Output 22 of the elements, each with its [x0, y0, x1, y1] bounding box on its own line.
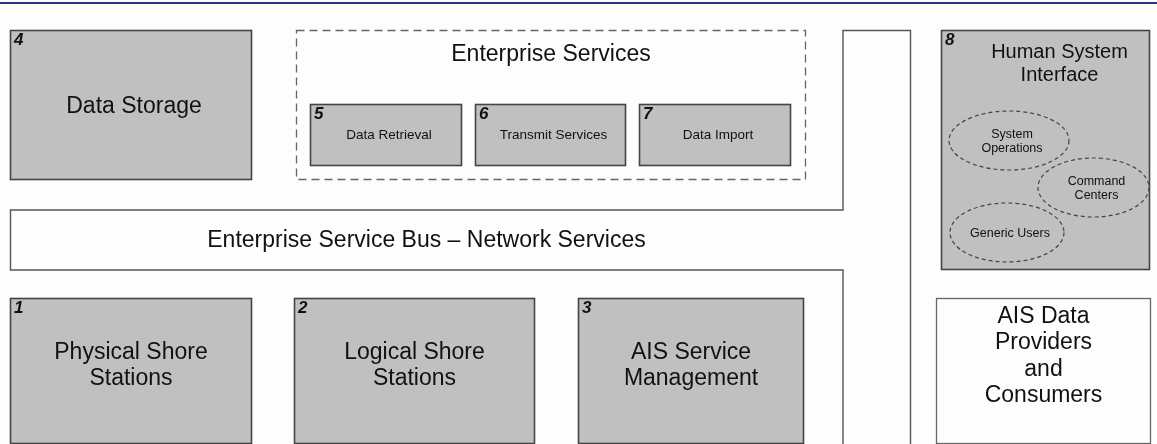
- node-label: Enterprise Services: [450, 40, 652, 67]
- callout-number: 5: [314, 104, 324, 124]
- node-label: Physical Shore Stations: [53, 338, 209, 391]
- node-label: Data Import: [681, 127, 755, 143]
- node-label: Command Centers: [1066, 173, 1127, 202]
- node-label: AIS Service Management: [622, 338, 760, 391]
- node-label: System Operations: [980, 126, 1044, 155]
- node-label: Logical Shore Stations: [343, 338, 486, 391]
- callout-number: 1: [14, 298, 24, 318]
- node-label: Human System Interface: [990, 40, 1129, 86]
- callout-number: 7: [643, 104, 653, 124]
- node-label: Generic Users: [969, 225, 1051, 240]
- node-label: Data Retrieval: [345, 127, 433, 143]
- bus-label: Enterprise Service Bus – Network Services: [206, 226, 647, 253]
- node-label: AIS Data Providers and Consumers: [983, 302, 1104, 408]
- node-label: Transmit Services: [498, 127, 609, 143]
- callout-number: 8: [945, 30, 955, 50]
- node-label: Data Storage: [65, 91, 203, 119]
- callout-number: 4: [14, 30, 24, 50]
- callout-number: 2: [298, 298, 308, 318]
- callout-number: 3: [582, 298, 592, 318]
- callout-number: 6: [479, 104, 489, 124]
